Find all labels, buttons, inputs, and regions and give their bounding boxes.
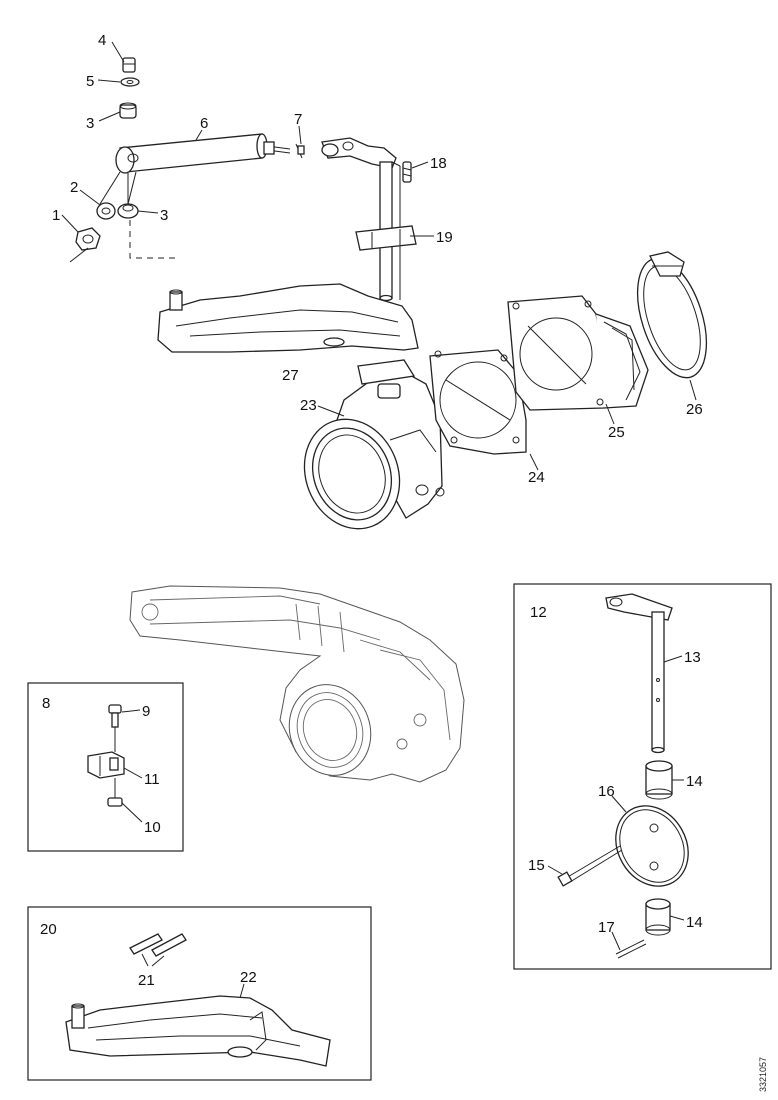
callout-3-lower: 3 [160,207,168,224]
gasket-24 [429,349,527,455]
inset-20: 20 21 22 [27,906,372,1081]
bolt-9 [108,704,122,728]
nut-4 [122,57,136,73]
figure-reference-id: 3321057 [758,1057,768,1092]
mounting-bracket-27 [157,283,419,353]
hose-clamp-26 [636,251,708,379]
bracket-22 [65,995,331,1067]
callout-4: 4 [98,32,106,49]
callout-24: 24 [528,469,545,486]
callout-21: 21 [138,972,155,989]
callout-27: 27 [282,367,299,384]
callout-15: 15 [528,857,545,874]
callout-19: 19 [436,229,453,246]
washer-5 [120,77,140,87]
callout-18: 18 [430,155,447,172]
pins-21 [129,933,187,957]
callout-1: 1 [52,207,60,224]
throttle-body-23 [303,359,445,530]
throttle-disc-16 [615,805,689,887]
callout-7: 7 [294,111,302,128]
nut-1 [75,227,101,251]
callout-3-upper: 3 [86,115,94,132]
inset-12: 12 [513,583,772,970]
bushing-2 [96,202,116,220]
screw-18 [402,161,412,183]
callout-5: 5 [86,73,94,90]
callout-17: 17 [598,919,615,936]
callout-16: 16 [598,783,615,800]
callout-6: 6 [200,115,208,132]
bushing-14-upper [645,760,673,800]
lever-shaft-13 [605,593,673,754]
nut-10 [107,797,123,807]
callout-25: 25 [608,424,625,441]
bushing-3-lower [117,203,139,219]
callout-14-lower: 14 [686,914,703,931]
callout-11: 11 [144,771,160,788]
assembled-view-illustration [129,585,465,783]
pin-17 [615,939,647,959]
bracket-19 [355,225,417,251]
inset-8: 8 9 11 10 [27,682,184,852]
bushing-3-upper [119,102,137,119]
inset-8-title: 8 [42,695,50,712]
screw-15 [557,845,623,887]
bushing-14-lower [645,898,671,936]
callout-14-upper: 14 [686,773,703,790]
callout-2: 2 [70,179,78,196]
callout-23: 23 [300,397,317,414]
callout-26: 26 [686,401,703,418]
callout-10: 10 [144,819,161,836]
actuator-cylinder-6 [115,133,291,174]
callout-22: 22 [240,969,257,986]
sensor-11 [87,751,125,779]
inset-12-title: 12 [530,604,547,621]
inset-20-title: 20 [40,921,57,938]
callout-13: 13 [684,649,701,666]
clevis-pin-7 [295,143,305,159]
callout-9: 9 [142,703,150,720]
adapter-flange-25 [507,295,649,411]
